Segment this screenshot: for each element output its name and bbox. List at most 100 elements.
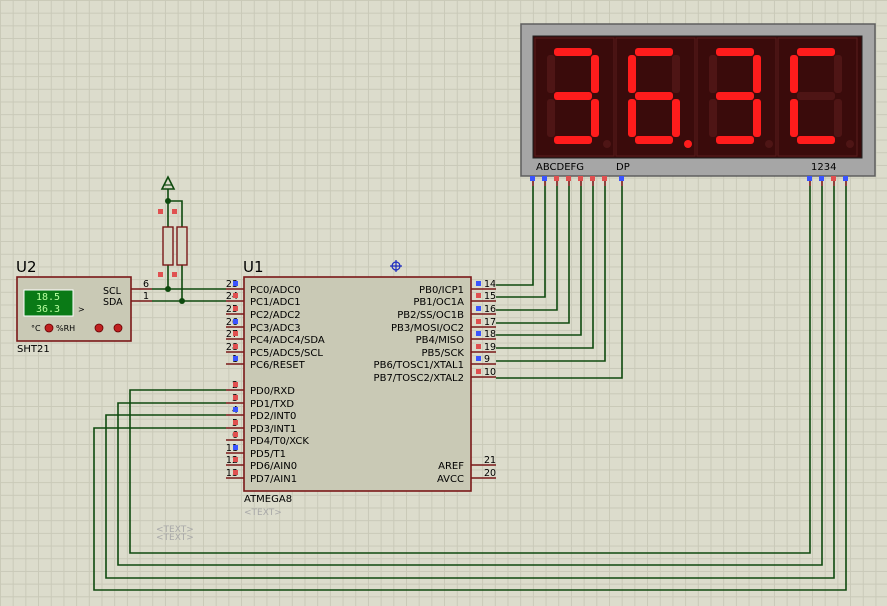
pin-marker	[476, 281, 481, 286]
pullup-resistor-sda[interactable]	[172, 209, 188, 277]
pin-marker	[554, 176, 559, 181]
hum-up-button[interactable]	[113, 323, 123, 333]
decimal-point	[603, 140, 611, 148]
pin-name: PD0/RXD	[250, 386, 295, 397]
power-terminal[interactable]	[160, 175, 176, 190]
pin-name: AREF	[438, 461, 464, 472]
pin-name: PC0/ADC0	[250, 285, 301, 296]
u1-pin-5[interactable]: 5PD3/INT1	[226, 418, 296, 435]
digit-select-wires[interactable]	[93, 186, 847, 591]
sht21-unit-temp: °C	[31, 324, 41, 333]
temp-adjust-knob[interactable]	[44, 323, 54, 333]
u1-pin-1[interactable]: 1PC6/RESET	[226, 354, 306, 371]
pin-marker	[233, 407, 238, 412]
segment-g	[716, 92, 754, 100]
pin-marker	[843, 176, 848, 181]
pin-marker	[807, 176, 812, 181]
pin-marker	[233, 306, 238, 311]
sht21-hum-reading: 36.3	[36, 304, 60, 315]
sht21-temp-reading: 18.5	[36, 292, 60, 303]
segment-a	[635, 48, 673, 56]
pin-name: PB1/OC1A	[413, 297, 464, 308]
hum-down-button[interactable]	[94, 323, 104, 333]
segment-a	[797, 48, 835, 56]
decimal-point	[846, 140, 854, 148]
loose-text-tag-1[interactable]: <TEXT>	[156, 525, 194, 535]
segment-a	[554, 48, 592, 56]
segment-e	[790, 99, 798, 137]
sht21-scl-label: SCL	[103, 286, 122, 297]
segment-e	[709, 99, 717, 137]
pin-number: 25	[226, 304, 238, 315]
segment-c	[753, 99, 761, 137]
pin-marker	[233, 432, 238, 437]
segment-b	[753, 55, 761, 93]
u2-part-label: SHT21	[17, 344, 50, 355]
pin-marker	[566, 176, 571, 181]
sht21-sensor[interactable]: U2 18.5 36.3 > °C %RH SCL SDA 6 1 SHT21	[16, 258, 152, 355]
pin-marker	[233, 281, 238, 286]
pin-number: 11	[226, 443, 238, 454]
pin-name: PD5/T1	[250, 449, 286, 460]
segment-bus-wires[interactable]	[496, 186, 623, 379]
pin-number: 26	[226, 317, 238, 328]
pin-marker	[233, 445, 238, 450]
u2-ref-label: U2	[16, 258, 37, 276]
segment-b	[591, 55, 599, 93]
pin-marker	[476, 319, 481, 324]
display-digits	[534, 37, 858, 157]
pin-name: PC6/RESET	[250, 360, 306, 371]
pin-number: 12	[226, 455, 238, 466]
i2c-wires[interactable]	[152, 189, 226, 304]
segment-f	[709, 55, 717, 93]
sht21-sda-pin: 1	[143, 291, 149, 302]
pin-marker	[233, 356, 238, 361]
segment-f	[790, 55, 798, 93]
u1-pin-4[interactable]: 4PD2/INT0	[226, 405, 296, 422]
loose-text-tag-2[interactable]: <TEXT>	[156, 533, 194, 543]
u1-pin-3[interactable]: 3PD1/TXD	[226, 393, 294, 410]
u1-pin-2[interactable]: 2PD0/RXD	[226, 380, 295, 397]
segment-e	[547, 99, 555, 137]
digit-3	[696, 37, 777, 157]
segment-b	[834, 55, 842, 93]
pin-name: AVCC	[437, 474, 464, 485]
atmega8-mcu[interactable]: U1 23PC0/ADC024PC1/ADC125PC2/ADC226PC3/A…	[226, 258, 496, 518]
pin-marker	[542, 176, 547, 181]
digit-1	[534, 37, 615, 157]
pin-name: PB7/TOSC2/XTAL2	[374, 373, 464, 384]
segment-c	[672, 99, 680, 137]
u1-part-label: ATMEGA8	[244, 494, 292, 505]
segment-d	[635, 136, 673, 144]
pin-number: 21	[484, 455, 496, 466]
segment-e	[628, 99, 636, 137]
pullup-resistor-scl[interactable]	[158, 209, 174, 277]
pin-number: 19	[484, 342, 496, 353]
pin-number: 9	[484, 354, 490, 365]
pin-number: 24	[226, 291, 238, 302]
pin-marker	[819, 176, 824, 181]
seven-segment-display[interactable]: ABCDEFG DP 1234	[520, 23, 876, 186]
u1-pin-6[interactable]: 6PD4/T0/XCK	[226, 430, 309, 447]
pin-marker	[233, 293, 238, 298]
